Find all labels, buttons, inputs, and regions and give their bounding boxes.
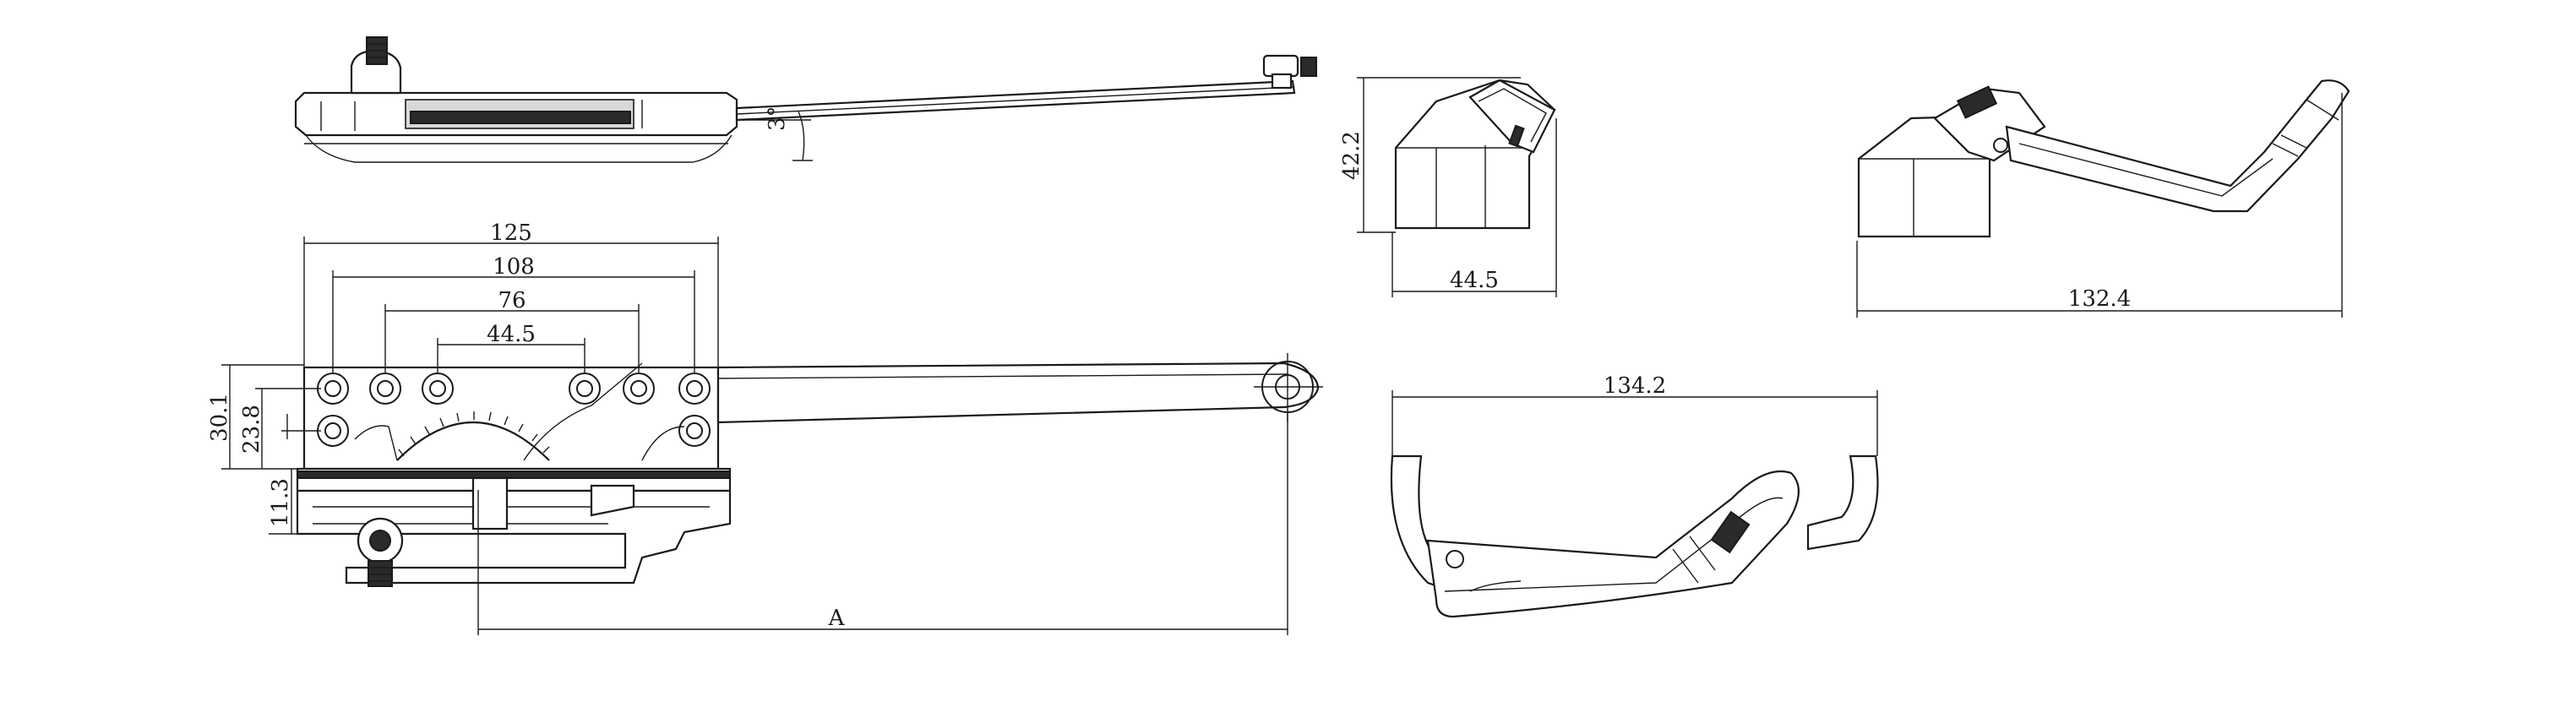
dim-folded-length: 134.2: [1604, 373, 1666, 399]
dim-hole-span-middle: 76: [498, 288, 526, 313]
dim-hole-span-outer: 108: [493, 254, 535, 280]
dim-overall-width: 125: [490, 220, 532, 246]
dim-hole-span-inner: 44.5: [487, 322, 536, 347]
dim-offset-bottom: 11.3: [268, 478, 293, 527]
dim-open-length: 132.4: [2068, 286, 2131, 312]
handle-open-view: 132.4: [1856, 79, 2350, 318]
dim-arm-length: A: [828, 606, 846, 631]
dim-height-holes: 23.8: [239, 405, 264, 454]
angle-label: 3°: [765, 106, 790, 131]
front-view: 125 108 76 44.5 30.1 23.8 11.3 A: [207, 220, 1323, 635]
handle-folded-view: 134.2: [1390, 373, 1879, 618]
dim-handle-height: 42.2: [1339, 131, 1364, 180]
handle-side-view: 42.2 44.5: [1339, 77, 1557, 297]
top-view: 3°: [294, 36, 1317, 163]
dim-height-total: 30.1: [207, 393, 232, 442]
dim-handle-width: 44.5: [1450, 268, 1499, 293]
